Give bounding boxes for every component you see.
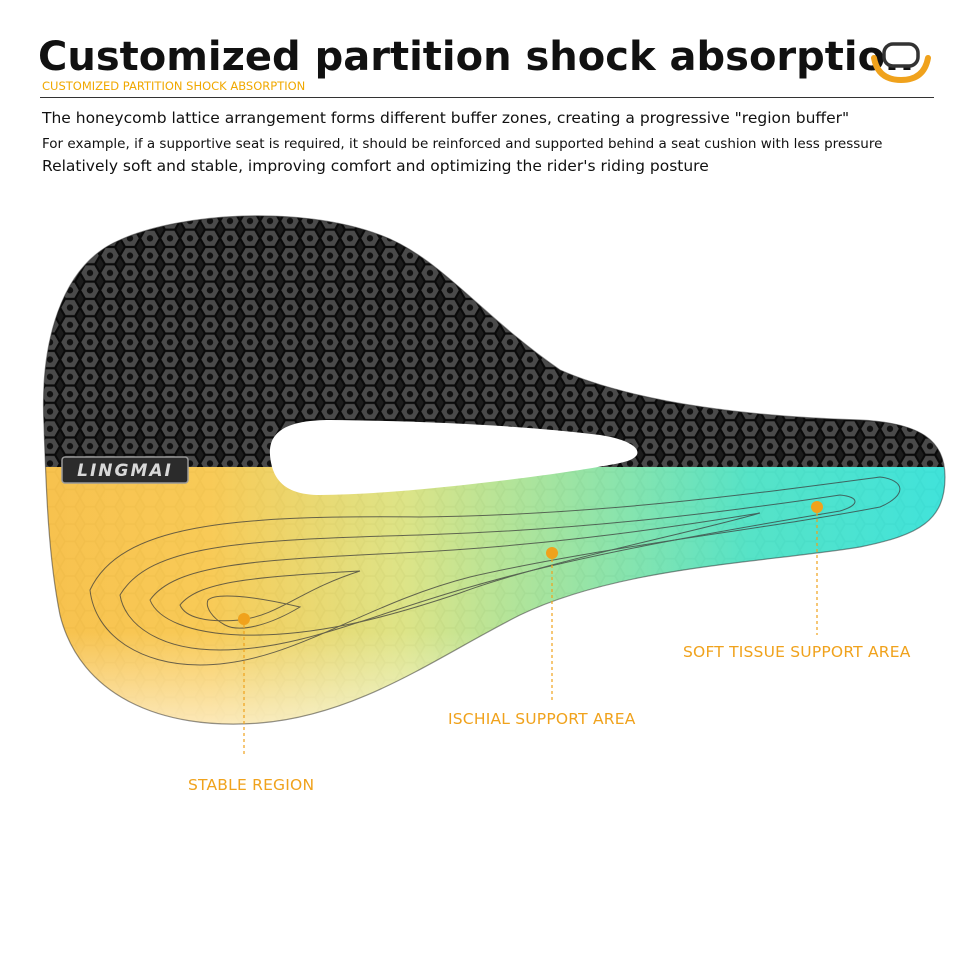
- page-title: Customized partition shock absorption: [38, 34, 914, 80]
- svg-text:LINGMAI: LINGMAI: [77, 461, 173, 481]
- callout-ischial-marker: [546, 547, 558, 703]
- saddle-center-cutout: [269, 420, 638, 495]
- ischial-support-label: ISCHIAL SUPPORT AREA: [448, 710, 636, 728]
- page-subtitle: CUSTOMIZED PARTITION SHOCK ABSORPTION: [42, 79, 306, 93]
- description-line-3: Relatively soft and stable, improving co…: [42, 157, 709, 175]
- description-line-2: For example, if a supportive seat is req…: [42, 136, 883, 152]
- brand-logo: LINGMAI: [61, 456, 189, 484]
- stable-region-label: STABLE REGION: [188, 776, 315, 794]
- soft-tissue-support-label: SOFT TISSUE SUPPORT AREA: [683, 643, 911, 661]
- saddle-outline-icon: [871, 42, 931, 84]
- saddle-illustration: LINGMAI: [42, 215, 946, 755]
- callout-soft-tissue-marker: [811, 501, 823, 635]
- callout-stable-marker: [238, 613, 250, 755]
- header-divider: [40, 97, 934, 98]
- description-line-1: The honeycomb lattice arrangement forms …: [42, 109, 850, 127]
